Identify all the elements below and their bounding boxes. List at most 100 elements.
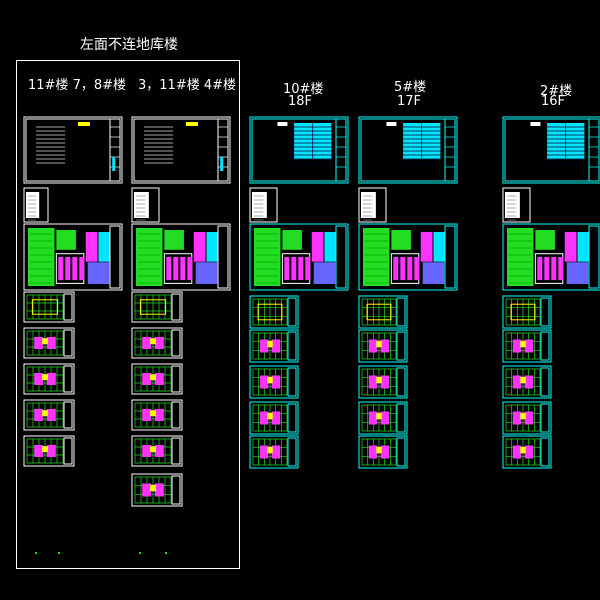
title-block <box>396 367 406 397</box>
schematic-block <box>535 230 555 250</box>
floor-plan-icon <box>249 365 299 399</box>
notes-text-block <box>361 192 376 218</box>
schematic-block <box>164 230 184 250</box>
title-block <box>444 225 456 289</box>
group-label-5: 2#楼 <box>540 84 573 99</box>
title-block <box>287 403 297 433</box>
system-sheet <box>131 223 231 291</box>
notes-sheet <box>358 187 387 223</box>
title-block <box>540 297 550 327</box>
cover-sheet <box>358 116 458 184</box>
title-block <box>335 118 347 182</box>
title-block <box>540 403 550 433</box>
schematic-block <box>282 230 302 250</box>
title-block <box>171 437 181 465</box>
title-block <box>63 329 73 357</box>
title-block <box>396 331 406 361</box>
legend-block <box>254 228 281 286</box>
title-block <box>287 367 297 397</box>
title-block <box>109 225 121 289</box>
title-block <box>396 297 406 327</box>
group-label-1: 11#楼 7，8#楼 <box>28 78 127 93</box>
marker <box>165 552 167 554</box>
title-block <box>171 475 181 505</box>
riser-diagram <box>577 232 590 262</box>
riser-diagram <box>433 232 446 262</box>
floor-plan-icon <box>23 363 75 395</box>
notes-text-block <box>505 192 520 218</box>
notes-text-block <box>252 192 267 218</box>
riser-diagram <box>324 232 337 262</box>
title-block <box>540 437 550 467</box>
system-sheet <box>23 223 123 291</box>
floor-plan-icon <box>131 363 183 395</box>
floor-plan-icon <box>502 329 552 363</box>
riser-diagram <box>420 232 433 262</box>
cover-sheet-inner <box>25 118 111 182</box>
riser-diagram <box>85 232 98 262</box>
floor-plan-icon <box>23 399 75 431</box>
title-block <box>171 401 181 429</box>
left-group-frame <box>16 60 240 569</box>
system-sheet <box>358 223 458 291</box>
legend-block <box>136 228 163 286</box>
floor-plan-icon <box>502 401 552 435</box>
title-block <box>287 437 297 467</box>
group-label-3: 10#楼 <box>283 82 324 97</box>
floor-plan-icon <box>23 291 75 323</box>
riser-diagram <box>564 232 577 262</box>
title-block <box>396 437 406 467</box>
title-block <box>63 401 73 429</box>
floor-plan-icon <box>358 435 408 469</box>
notes-text-block <box>134 192 149 218</box>
cover-sheet-inner <box>133 118 219 182</box>
group-sublabel-5: 16F <box>541 94 566 109</box>
title-block <box>588 225 600 289</box>
title-block <box>171 293 181 321</box>
title-block <box>217 118 229 182</box>
notes-sheet <box>249 187 278 223</box>
floor-plan-icon <box>131 291 183 323</box>
floor-plan-icon <box>358 295 408 329</box>
floor-plan-icon <box>131 327 183 359</box>
title-block <box>444 118 456 182</box>
cover-sheet <box>249 116 349 184</box>
floor-plan-icon <box>502 295 552 329</box>
riser-diagram <box>206 232 219 262</box>
title-block <box>171 329 181 357</box>
system-sheet <box>249 223 349 291</box>
title-block <box>540 367 550 397</box>
floor-plan-icon <box>358 365 408 399</box>
notes-sheet <box>131 187 160 223</box>
floor-plan-icon <box>249 401 299 435</box>
schematic-block <box>391 230 411 250</box>
group-sublabel-3: 18F <box>288 94 313 109</box>
group-sublabel-4: 17F <box>397 94 422 109</box>
title-block <box>63 437 73 465</box>
title-block <box>287 297 297 327</box>
schematic-block <box>56 230 76 250</box>
floor-plan-icon <box>502 435 552 469</box>
cover-sheet <box>131 116 231 184</box>
riser-diagram <box>98 232 111 262</box>
notes-text-block <box>26 192 40 218</box>
riser-diagram <box>311 232 324 262</box>
floor-plan-icon <box>131 399 183 431</box>
legend-block <box>507 228 534 286</box>
riser-diagram <box>193 232 206 262</box>
floor-plan-icon <box>23 435 75 467</box>
floor-plan-icon <box>358 329 408 363</box>
legend-block <box>28 228 55 286</box>
floor-plan-icon <box>131 435 183 467</box>
title-block <box>63 365 73 393</box>
title-block <box>109 118 121 182</box>
title-block <box>63 293 73 321</box>
title-block <box>287 331 297 361</box>
marker <box>139 552 141 554</box>
title-block <box>588 118 600 182</box>
title-block <box>540 331 550 361</box>
notes-sheet <box>23 187 49 223</box>
marker <box>58 552 60 554</box>
floor-plan-icon <box>502 365 552 399</box>
